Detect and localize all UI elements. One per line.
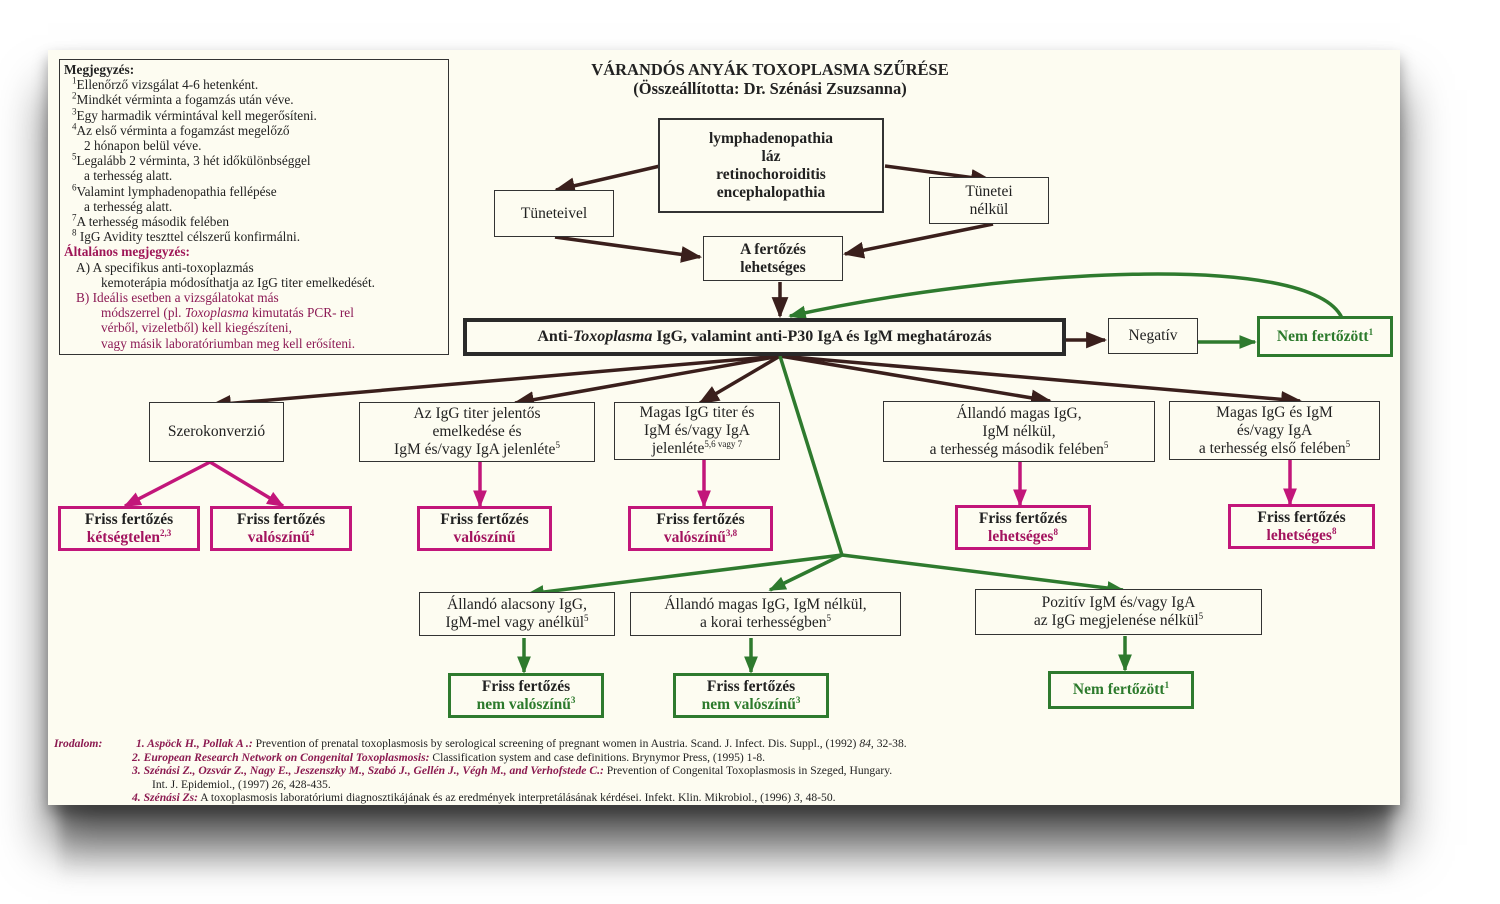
result-fresh-probable: Friss fertőzés valószínű [417, 506, 552, 551]
result-fresh-possible-second: Friss fertőzés lehetséges8 [955, 505, 1091, 550]
general-notes-heading: Általános megjegyzés: [64, 244, 190, 260]
result-fresh-possible-first: Friss fertőzés lehetséges8 [1228, 504, 1375, 549]
note-item: 4Az első vérminta a fogamzást megelőző [72, 121, 290, 138]
title-subtitle: (Összeállította: Dr. Szénási Zsuzsanna) [633, 79, 907, 98]
diagram-title: VÁRANDÓS ANYÁK TOXOPLASMA SZŰRÉSE (Össze… [480, 60, 1060, 98]
page-shadow [60, 800, 1390, 880]
seroconversion-box: Szerokonverzió [149, 402, 284, 462]
general-note-b-cont: módszerrel (pl. Toxoplasma kimutatás PCR… [101, 305, 354, 321]
note-item: 3Egy harmadik vérmintával kell megerősít… [72, 106, 317, 123]
igg-rise-box: Az IgG titer jelentős emelkedése és IgM … [359, 402, 595, 462]
notes-box: Megjegyzés: 1Ellenőrző vizsgálat 4-6 het… [59, 59, 449, 355]
reference-item: 2. European Research Network on Congenit… [132, 750, 766, 764]
title-main: VÁRANDÓS ANYÁK TOXOPLASMA SZŰRÉSE [591, 60, 949, 79]
note-item: 2Mindkét vérminta a fogamzás után véve. [72, 90, 294, 108]
notes-heading: Megjegyzés: [64, 62, 135, 77]
main-test-box: Anti-Toxoplasma IgG, valamint anti-P30 I… [463, 318, 1066, 356]
persist-low-igg-box: Állandó alacsony IgG, IgM-mel vagy anélk… [419, 592, 615, 636]
persist-high-early-box: Állandó magas IgG, IgM nélkül, a korai t… [630, 592, 901, 636]
reference-item: 4. Szénási Zs: A toxoplasmosis laboratór… [132, 791, 836, 804]
not-infected-bottom-box: Nem fertőzött1 [1048, 671, 1194, 709]
general-note-b-cont: vagy másik laboratóriumban meg kell erős… [101, 335, 356, 351]
high-igg-igm-first-half-box: Magas IgG és IgM és/vagy IgA a terhesség… [1169, 401, 1380, 460]
result-fresh-unlikely-2: Friss fertőzés nem valószínű3 [673, 673, 829, 718]
positive-igm-no-igg-box: Pozitív IgM és/vagy IgA az IgG megjelené… [975, 589, 1262, 635]
reference-item-cont: Int. J. Epidemiol., (1997) 26, 428-435. [152, 777, 331, 791]
note-item: 6Valamint lymphadenopathia fellépése [72, 182, 277, 199]
infection-possible-box: A fertőzés lehetséges [703, 236, 843, 281]
with-symptoms-box: Tüneteivel [494, 190, 614, 237]
reference-item: 1. Aspöck H., Pollak A .: Prevention of … [136, 737, 907, 750]
note-item: 1Ellenőrző vizsgálat 4-6 hetenként. [72, 75, 259, 93]
note-item: 7A terhesség második felében [72, 212, 229, 230]
general-note-b: B) Ideális esetben a vizsgálatokat más [76, 290, 279, 306]
result-fresh-probable-4: Friss fertőzés valószínű4 [210, 506, 352, 551]
not-infected-top-box: Nem fertőzött1 [1257, 316, 1393, 357]
negative-box: Negatív [1108, 318, 1198, 354]
symptoms-box: lymphadenopathia láz retinochoroiditis e… [658, 118, 884, 213]
note-item-cont: a terhesség alatt. [84, 168, 173, 184]
note-item: 8 IgG Avidity teszttel célszerű konfirmá… [72, 227, 301, 245]
persist-high-second-half-box: Állandó magas IgG, IgM nélkül, a terhess… [883, 401, 1155, 462]
note-item-cont: a terhesség alatt. [84, 198, 173, 214]
result-fresh-certain: Friss fertőzés kétségtelen2,3 [58, 506, 200, 551]
reference-item: 3. Szénási Z., Ozsvár Z., Nagy E., Jesze… [132, 764, 893, 777]
result-fresh-unlikely-1: Friss fertőzés nem valószínű3 [448, 673, 604, 718]
general-note-a: A) A specifikus anti-toxoplazmás [76, 259, 254, 275]
general-note-a-cont: kemoterápia módosíthatja az IgG titer em… [101, 274, 375, 290]
note-item: 5Legalább 2 vérminta, 3 hét időkülönbség… [72, 151, 311, 169]
general-note-b-cont: vérből, vizeletből) kell kiegészíteni, [101, 320, 292, 336]
without-symptoms-box: Tünetei nélkül [929, 177, 1049, 224]
result-fresh-probable-3-8: Friss fertőzés valószínű3,8 [628, 506, 773, 551]
note-item-cont: 2 hónapon belül véve. [84, 138, 202, 154]
high-igg-box: Magas IgG titer és IgM és/vagy IgA jelen… [614, 402, 780, 460]
references-label: Irodalom: [54, 737, 103, 750]
